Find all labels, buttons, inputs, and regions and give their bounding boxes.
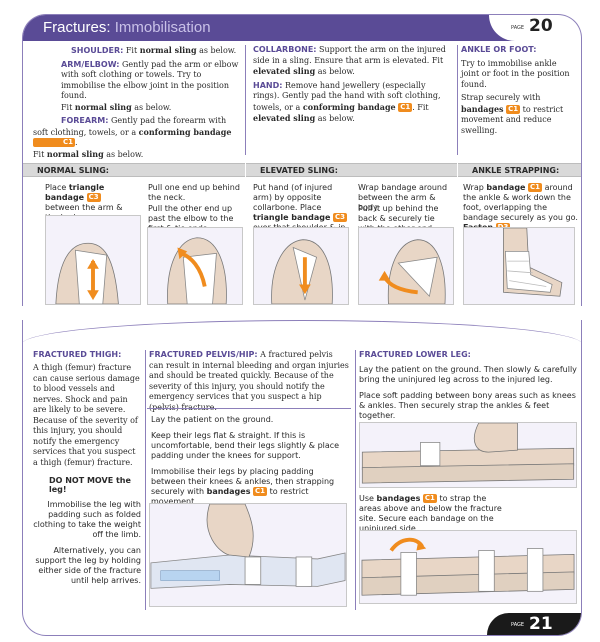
- elevated-sling-band: ELEVATED SLING:: [246, 163, 457, 177]
- page-number: 21: [529, 614, 553, 634]
- equipment-code-badge: C1: [506, 104, 521, 114]
- lower-leg-strapping-illustration: [359, 530, 577, 604]
- pelvis-step-3: Immobilise their legs by placing padding…: [151, 467, 335, 506]
- title-bar: Fractures: Immobilisation: [23, 15, 581, 41]
- collarbone-section: COLLARBONE: Support the arm on the injur…: [253, 45, 446, 76]
- ankle-heading: ANKLE OR FOOT:: [461, 45, 537, 54]
- page-21: FRACTURED THIGH: A thigh (femur) fractur…: [22, 320, 582, 636]
- shoulder-section: SHOULDER: Fit normal sling as below.: [71, 45, 237, 55]
- elevated-sling-illustration-2: [358, 227, 454, 305]
- lower-leg-step-2: Place soft padding between bony areas su…: [359, 391, 576, 420]
- thigh-instruction-1: Immobilise the leg with padding such as …: [33, 500, 141, 539]
- page-title: Fractures: Immobilisation: [43, 19, 211, 36]
- equipment-code-badge: C1: [422, 494, 437, 503]
- arm-elbow-section: ARM/ELBOW: Gently pad the arm or elbow w…: [61, 59, 239, 112]
- equipment-code-badge: C1: [398, 102, 413, 112]
- page-number-tab: PAGE 20: [489, 15, 581, 41]
- lower-leg-step-3: Use bandages C1 to strap the areas above…: [359, 494, 502, 533]
- fractured-lower-leg-section: FRACTURED LOWER LEG: Lay the patient on …: [359, 350, 577, 421]
- column-divider: [145, 350, 146, 610]
- equipment-code-badge: C1: [528, 183, 543, 192]
- column-divider: [245, 45, 246, 155]
- equipment-code-badge: C1: [253, 487, 268, 496]
- page-number-tab: PAGE 21: [487, 613, 581, 635]
- ankle-text: Try to immobilise ankle joint or foot in…: [461, 58, 570, 89]
- column-divider: [355, 350, 356, 610]
- fractured-thigh-heading: FRACTURED THIGH:: [33, 350, 122, 359]
- elevated-sling-step-2: Wrap bandage around between the arm & bo…: [358, 183, 448, 212]
- page-20: Fractures: Immobilisation PAGE 20 SHOULD…: [22, 14, 582, 306]
- page-label: PAGE: [511, 25, 525, 31]
- pelvis-steps-box: Lay the patient on the ground. Keep thei…: [147, 408, 351, 618]
- fractured-thigh-text: A thigh (femur) fracture can cause serio…: [33, 363, 140, 467]
- normal-sling-illustration-2: [147, 227, 243, 305]
- ankle-strapping-step: Wrap bandage C1 around the ankle & work …: [463, 183, 578, 232]
- do-not-move-warning: DO NOT MOVE the leg!: [49, 476, 131, 494]
- column-collarbone-hand: COLLARBONE: Support the arm on the injur…: [253, 45, 453, 128]
- ankle-strapping-band: ANKLE STRAPPING:: [458, 163, 581, 177]
- page-number: 20: [529, 16, 553, 36]
- forearm-section: FOREARM: Gently pad the forearm with sof…: [33, 116, 232, 159]
- column-ankle-foot: ANKLE OR FOOT: Try to immobilise ankle j…: [461, 45, 576, 139]
- page-label: PAGE: [511, 622, 525, 628]
- page-top-edge: [23, 320, 581, 344]
- ankle-strap-text: Strap securely with bandages C1 to restr…: [461, 93, 564, 135]
- ankle-strapping-illustration: [463, 227, 575, 305]
- normal-sling-step-2: Pull one end up behind the neck.: [148, 183, 240, 202]
- fractured-pelvis-text: FRACTURED PELVIS/HIP: A fractured pelvis…: [149, 350, 349, 412]
- equipment-code-badge: C3: [332, 213, 347, 222]
- equipment-code-badge: C1: [33, 138, 76, 147]
- equipment-code-badge: C3: [86, 193, 101, 202]
- fractured-pelvis-section: FRACTURED PELVIS/HIP: A fractured pelvis…: [149, 350, 349, 413]
- pelvis-step-1: Lay the patient on the ground.: [151, 415, 274, 424]
- column-upper-limb: SHOULDER: Fit normal sling as below. ARM…: [33, 45, 241, 163]
- thigh-instruction-2: Alternatively, you can support the leg b…: [35, 546, 141, 585]
- hand-section: HAND: Remove hand jewellery (especially …: [253, 80, 441, 124]
- normal-sling-band: NORMAL SLING:: [23, 163, 245, 177]
- elevated-sling-illustration-1: [253, 227, 349, 305]
- fractured-thigh-section: FRACTURED THIGH: A thigh (femur) fractur…: [33, 350, 141, 586]
- lower-leg-padding-illustration: [359, 422, 577, 488]
- fractured-lower-leg-heading: FRACTURED LOWER LEG:: [359, 350, 471, 359]
- lower-leg-step-1: Lay the patient on the ground. Then slow…: [359, 365, 577, 384]
- pelvis-step-2: Keep their legs flat & straight. If this…: [151, 431, 340, 460]
- normal-sling-illustration-1: [45, 215, 141, 305]
- pelvis-immobilise-illustration: [149, 503, 347, 607]
- column-divider: [457, 45, 458, 155]
